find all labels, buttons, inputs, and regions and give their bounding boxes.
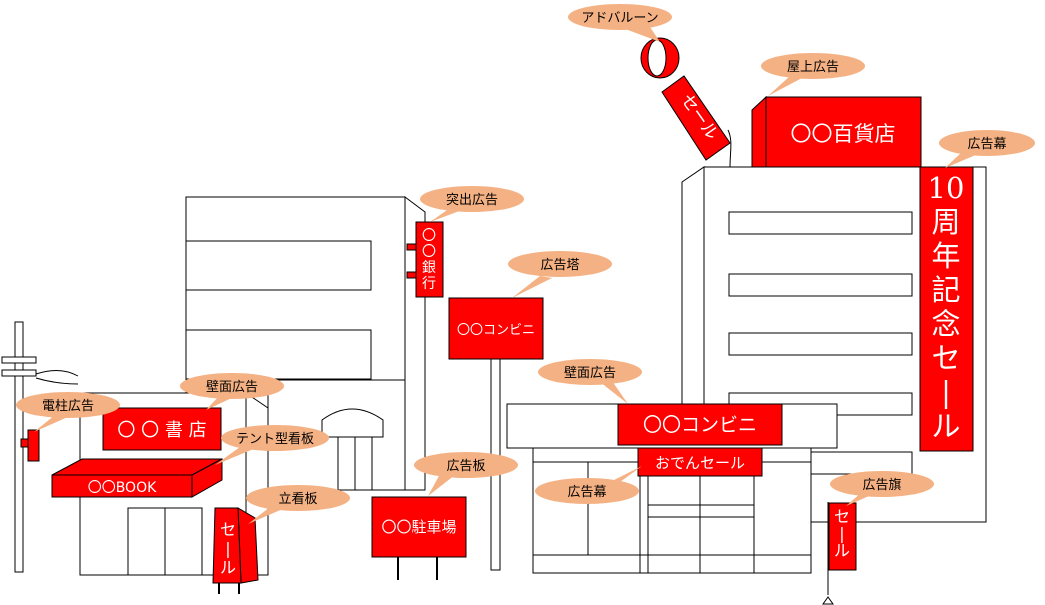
rooftop-sign: 〇〇百貨店 [751, 95, 922, 168]
dept-window-2 [728, 273, 913, 297]
callout-pole-ad-label: 電柱広告 [42, 399, 94, 414]
callout-ad-balloon: アドバルーン [568, 4, 672, 42]
projecting-sign: 〇〇銀行 [406, 221, 444, 298]
bookstore-wall-sign-label: 〇 〇 書 店 [117, 420, 206, 441]
ad-flag-label: セ|ル [834, 507, 850, 560]
callout-rooftop-ad: 屋上広告 [761, 53, 865, 96]
ad-balloon: セール [640, 37, 732, 168]
store-wall-sign-label: 〇〇コンビニ [643, 414, 757, 436]
callout-ad-flag: 広告旗 [830, 471, 934, 506]
dept-window-3 [728, 332, 913, 356]
callout-standing-sign: 立看板 [246, 485, 350, 524]
callout-tent-sign: テント型看板 [215, 425, 329, 465]
callout-tent-sign-label: テント型看板 [236, 431, 314, 447]
callout-ad-flag-label: 広告旗 [862, 477, 901, 493]
callout-ad-tower-label: 広告塔 [540, 258, 579, 273]
pole-ad-sign [27, 429, 40, 462]
parking-board-label: 〇〇駐車場 [381, 518, 456, 536]
callout-banner-label: 広告幕 [967, 137, 1006, 152]
callout-banner: 広告幕 [939, 130, 1035, 168]
ad-flag: セ|ル [822, 502, 857, 605]
store-wall-sign: 〇〇コンビニ [617, 403, 783, 446]
callout-ad-tower: 広告塔 [508, 251, 612, 298]
ad-tower: 〇〇コンビニ [448, 297, 544, 571]
parking-board: 〇〇駐車場 [371, 496, 467, 580]
projecting-sign-label: 〇〇銀行 [422, 228, 436, 292]
callout-pole-ad: 電柱広告 [16, 392, 120, 432]
ad-tower-label: 〇〇コンビニ [457, 323, 535, 338]
callout-wall-ad-book-label: 壁面広告 [206, 380, 258, 395]
callout-ad-board: 広告板 [414, 452, 518, 496]
callout-ad-balloon-label: アドバルーン [581, 11, 658, 26]
book-tent-sign-label: 〇〇BOOK [88, 480, 157, 496]
callout-projecting-ad-label: 突出広告 [446, 192, 498, 208]
oden-banner-label: おでんセール [655, 454, 745, 472]
callout-wall-ad-store: 壁面広告 [538, 359, 642, 404]
bookstore-wall-sign: 〇 〇 書 店 [102, 407, 222, 451]
standing-sign-label: セ|ル [220, 520, 236, 577]
book-tent-sign: 〇〇BOOK [51, 458, 223, 498]
callout-projecting-ad: 突出広告 [420, 186, 524, 222]
callout-store-banner: 広告幕 [535, 466, 642, 504]
callout-store-banner-label: 広告幕 [567, 485, 606, 500]
callout-wall-ad-book: 壁面広告 [180, 373, 284, 410]
callout-wall-ad-store-label: 壁面広告 [564, 366, 616, 381]
rooftop-sign-label: 〇〇百貨店 [791, 122, 896, 146]
dept-window-1 [728, 211, 913, 235]
oden-banner: おでんセール [637, 447, 763, 477]
standing-sign: セ|ル [212, 507, 259, 594]
callout-standing-sign-label: 立看板 [278, 491, 317, 507]
utility-pole [1, 321, 79, 573]
callout-ad-board-label: 広告板 [446, 459, 485, 474]
balloon-banner [661, 75, 731, 161]
callout-rooftop-ad-label: 屋上広告 [787, 60, 839, 75]
